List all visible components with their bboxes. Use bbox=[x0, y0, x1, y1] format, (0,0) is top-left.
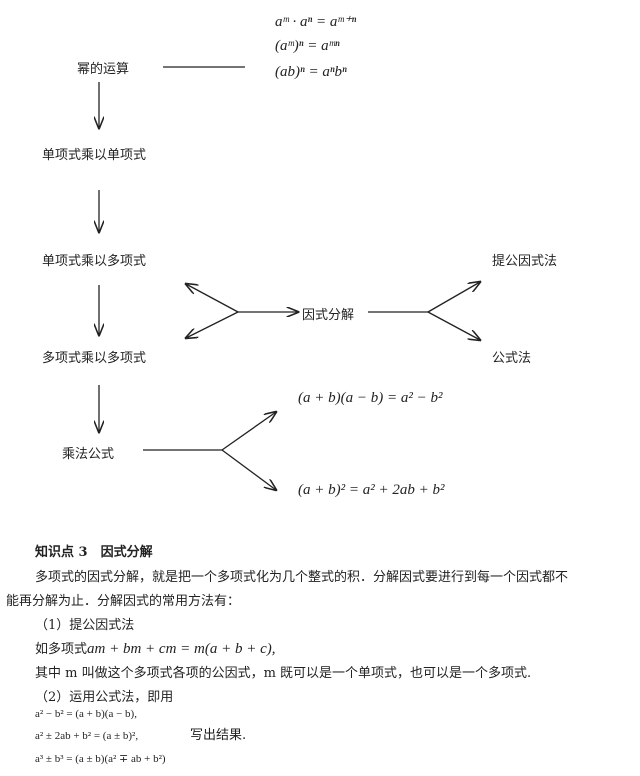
section-heading: 知识点 3 因式分解 bbox=[35, 545, 153, 560]
arrow bbox=[427, 311, 480, 340]
node-formula-method: 公式法 bbox=[492, 351, 532, 366]
formula-diff-squares: (a + b)(a − b) = a² − b² bbox=[298, 390, 443, 406]
item-heading: （2）运用公式法，即用 bbox=[35, 690, 174, 705]
arrow bbox=[427, 282, 480, 313]
write-result-text: 写出结果. bbox=[190, 728, 247, 743]
paragraph: 多项式的因式分解，就是把一个多项式化为几个整式的积．分解因式要进行到每一个因式都… bbox=[35, 570, 569, 585]
formula-square-sum: (a + b)² = a² + 2ab + b² bbox=[298, 482, 445, 498]
formula: a³ ± b³ = (a ± b)(a² ∓ ab + b²) bbox=[35, 753, 166, 765]
node-power-ops: 幂的运算 bbox=[77, 62, 130, 77]
example-formula: am + bm + cm = m(a + b + c), bbox=[87, 641, 276, 657]
item-heading: （1）提公因式法 bbox=[35, 618, 135, 633]
node-mult-formulas: 乘法公式 bbox=[62, 447, 115, 462]
paragraph: 其中 m 叫做这个多项式各项的公因式，m 既可以是一个单项式，也可以是一个多项式… bbox=[35, 666, 532, 681]
arrow bbox=[221, 449, 276, 490]
arrow bbox=[186, 311, 239, 338]
arrow bbox=[221, 412, 276, 451]
example-line: 如多项式am + bm + cm = m(a + b + c), bbox=[35, 638, 276, 658]
example-prefix: 如多项式 bbox=[35, 642, 88, 657]
node-poly-poly: 多项式乘以多项式 bbox=[42, 351, 147, 366]
formula: a² − b² = (a + b)(a − b), bbox=[35, 708, 137, 720]
power-rule: (aᵐ)ⁿ = aᵐⁿ bbox=[275, 38, 340, 54]
node-factorization: 因式分解 bbox=[302, 308, 355, 323]
formula: a² ± 2ab + b² = (a ± b)², bbox=[35, 730, 139, 742]
node-common-factor: 提公因式法 bbox=[492, 254, 558, 269]
paragraph: 能再分解为止．分解因式的常用方法有： bbox=[6, 594, 241, 609]
node-mono-mono: 单项式乘以单项式 bbox=[42, 148, 147, 163]
arrow bbox=[186, 284, 239, 313]
power-rule: aᵐ · aⁿ = aᵐ⁺ⁿ bbox=[275, 14, 357, 30]
power-rule: (ab)ⁿ = aⁿbⁿ bbox=[275, 64, 347, 80]
node-mono-poly: 单项式乘以多项式 bbox=[42, 254, 147, 269]
diagram-connectors bbox=[0, 66, 640, 530]
